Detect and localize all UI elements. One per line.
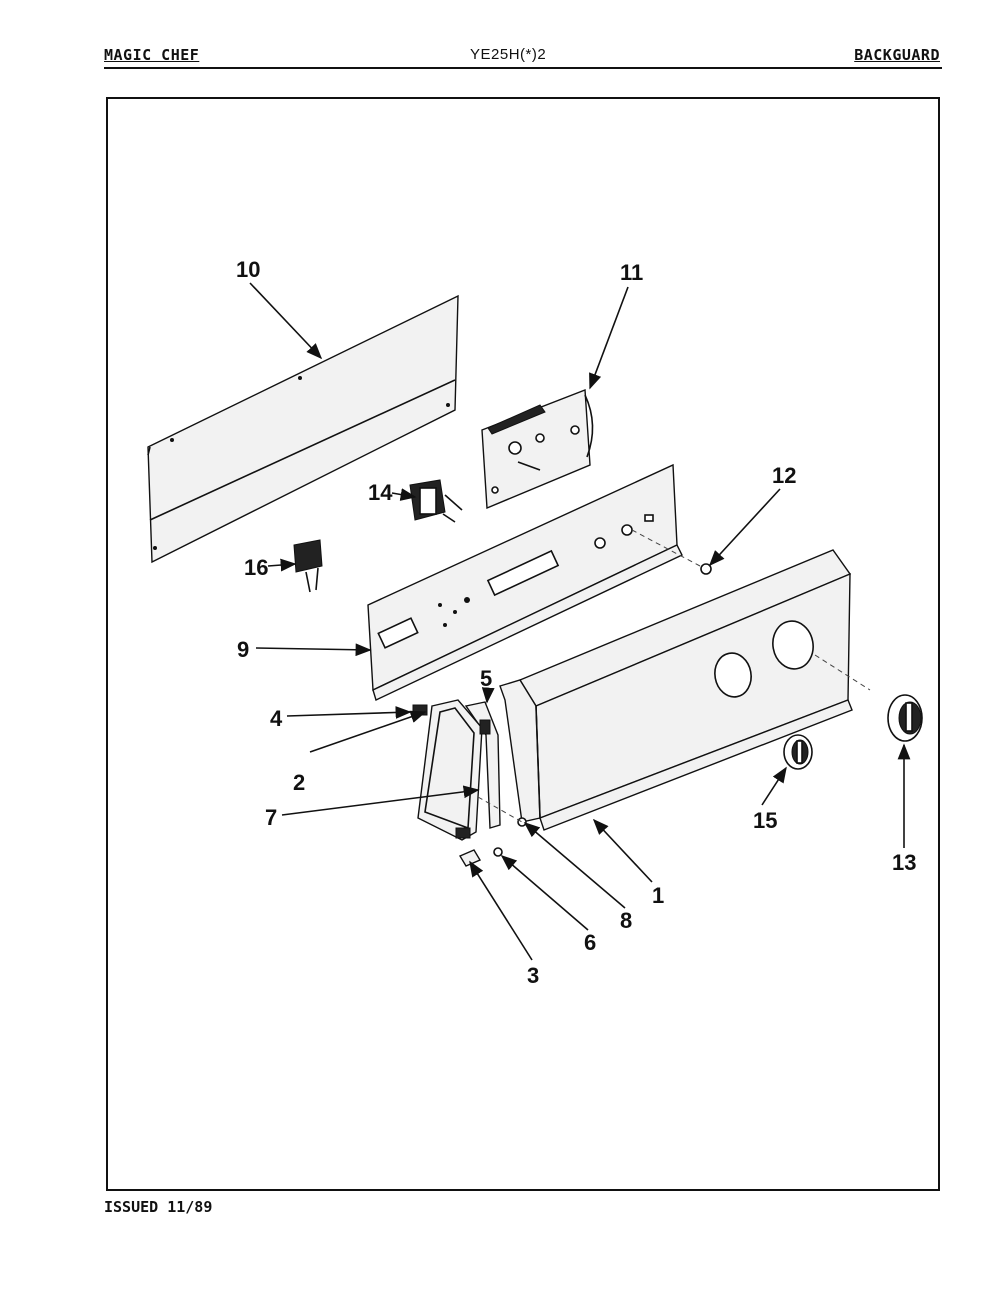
header-rule [104,67,942,69]
part-14-switch [409,479,463,523]
callout-11: 11 [620,260,643,285]
callout-6: 6 [584,930,596,955]
callout-7: 7 [265,805,277,830]
callout-10: 10 [236,257,260,282]
section-title: BACKGUARD [854,46,940,64]
model-number: YE25H(*)2 [470,46,547,63]
callout-15: 15 [753,808,777,833]
part-16-terminal-block [293,539,323,593]
callout-2: 2 [293,770,305,795]
part-1-backguard [499,549,871,831]
callout-13: 13 [892,850,916,875]
callout-9: 9 [237,637,249,662]
part-12-screw [700,563,712,575]
callout-1: 1 [652,883,664,908]
part-6-screw [493,847,503,857]
callout-16: 16 [244,555,268,580]
callout-5: 5 [480,666,492,691]
issued-date: ISSUED 11/89 [104,1198,213,1216]
diagram-frame [106,97,940,1191]
callout-14: 14 [368,480,393,505]
callout-labels: 1 2 3 4 5 6 7 8 9 10 11 12 13 14 15 16 [236,257,916,988]
part-2-end-cap [417,699,491,841]
part-13-knob [887,694,923,742]
part-9-control-panel [367,463,701,701]
callout-lines [249,282,911,961]
part-3-bracket [458,849,482,867]
part-11-switch-plate [481,389,594,510]
callout-3: 3 [527,963,539,988]
brand-title: MAGIC CHEF [104,46,200,64]
callout-4: 4 [270,706,283,731]
part-8-screw [517,817,527,827]
callout-12: 12 [772,463,796,488]
part-10-rear-panel [147,294,459,564]
callout-8: 8 [620,908,632,933]
part-15-knob [783,734,813,770]
